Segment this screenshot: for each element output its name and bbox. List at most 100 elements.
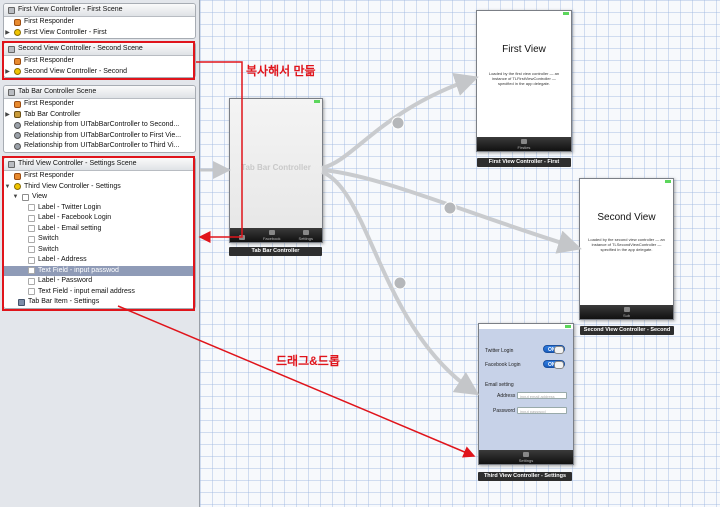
scene-second-view-controller[interactable]: Second View Controller - Second Scene Fi… — [3, 42, 196, 78]
label-icon — [28, 256, 35, 264]
second-view-caption[interactable]: Second View Controller - Second — [580, 326, 674, 335]
scene-title: Third View Controller - Settings Scene — [18, 160, 137, 167]
outline-item-label-twitter[interactable]: Label - Twitter Login — [4, 203, 195, 214]
second-view-frame[interactable]: Second View Loaded by the second view co… — [579, 178, 674, 320]
third-view-frame[interactable]: Twitter Login ON Facebook Login ON Email… — [478, 323, 574, 465]
facebook-login-label: Facebook Login — [485, 362, 521, 368]
outline-item-textfield-email[interactable]: Text Field - input email address — [4, 287, 195, 298]
tab-bar-controller-caption[interactable]: Tab Bar Controller — [229, 247, 322, 256]
battery-icon — [314, 100, 320, 103]
facebook-login-switch[interactable]: ON — [543, 360, 565, 369]
tab-bar-controller-icon — [14, 111, 21, 119]
outline-item-switch[interactable]: Switch — [4, 234, 195, 245]
tab-bar[interactable]: Settings — [479, 450, 573, 464]
second-view-title: Second View — [597, 212, 656, 223]
first-view-caption[interactable]: First View Controller - First — [477, 158, 571, 167]
scene-header[interactable]: Second View Controller - Second Scene — [4, 43, 195, 56]
view-icon — [22, 193, 29, 201]
battery-icon — [563, 12, 569, 15]
scene-first-view-controller[interactable]: First View Controller - First Scene Firs… — [3, 3, 196, 39]
document-outline-panel: First View Controller - First Scene Firs… — [0, 0, 200, 507]
outline-item-third-view-controller[interactable]: ▼ Third View Controller - Settings — [4, 182, 195, 193]
outline-item-first-view-controller[interactable]: ▶ First View Controller - First — [4, 28, 195, 39]
scene-header[interactable]: Third View Controller - Settings Scene — [4, 158, 195, 171]
scene-header[interactable]: Tab Bar Controller Scene — [4, 86, 195, 99]
view-controller-icon — [14, 183, 21, 191]
scene-third-view-controller[interactable]: Third View Controller - Settings Scene F… — [3, 157, 196, 309]
disclosure-triangle-down-icon[interactable]: ▼ — [12, 194, 19, 200]
scene-tab-bar-controller[interactable]: Tab Bar Controller Scene First Responder… — [3, 85, 196, 153]
outline-item-first-responder[interactable]: First Responder — [4, 17, 195, 28]
copy-annotation: 복사해서 만듦 — [246, 64, 316, 78]
scene-icon — [8, 88, 15, 96]
relationship-icon — [14, 142, 21, 150]
second-view-description: Loaded by the second view controller — a… — [588, 237, 665, 252]
relationship-icon — [14, 121, 21, 129]
email-address-field[interactable]: input email address — [517, 392, 567, 399]
twitter-login-switch[interactable]: ON — [543, 345, 565, 354]
drag-drop-annotation: 드래그&드롭 — [276, 354, 340, 368]
twitter-login-label: Twitter Login — [485, 348, 514, 354]
label-icon — [28, 204, 35, 212]
outline-item-label-facebook[interactable]: Label - Facebook Login — [4, 213, 195, 224]
view-controller-icon — [14, 68, 21, 76]
third-view-caption[interactable]: Third View Controller - Settings — [478, 472, 572, 481]
outline-item-tab-bar-controller[interactable]: ▶ Tab Bar Controller — [4, 110, 195, 121]
scene-title: Second View Controller - Second Scene — [18, 45, 143, 52]
tab-item[interactable]: Settings — [299, 230, 313, 241]
outline-item-first-responder[interactable]: First Responder — [4, 56, 195, 67]
outline-item-relationship[interactable]: Relationship from UITabBarController to … — [4, 141, 195, 152]
outline-item-first-responder[interactable]: First Responder — [4, 171, 195, 182]
tab-item[interactable] — [238, 235, 245, 241]
outline-item-label-email[interactable]: Label - Email setting — [4, 224, 195, 235]
first-view-title: First View — [502, 44, 546, 55]
tab-item[interactable]: Sub — [623, 307, 630, 318]
outline-item-relationship[interactable]: Relationship from UITabBarController to … — [4, 131, 195, 142]
outline-item-second-view-controller[interactable]: ▶ Second View Controller - Second — [4, 67, 195, 78]
scene-icon — [8, 45, 15, 53]
password-label: Password — [493, 408, 515, 414]
outline-item-first-responder[interactable]: First Responder — [4, 99, 195, 110]
disclosure-triangle-right-icon[interactable]: ▶ — [5, 68, 10, 75]
tab-item[interactable]: Settings — [519, 452, 533, 463]
first-responder-cube-icon — [14, 172, 21, 180]
password-field[interactable]: input passwod — [517, 407, 567, 414]
first-view-frame[interactable]: First View Loaded by the first view cont… — [476, 10, 572, 152]
outline-item-label-address[interactable]: Label - Address — [4, 255, 195, 266]
tab-bar[interactable]: Firsties — [477, 137, 571, 151]
text-field-icon — [28, 267, 35, 275]
tab-item[interactable]: Firsties — [518, 139, 530, 150]
address-label: Address — [497, 393, 516, 399]
first-responder-cube-icon — [14, 57, 21, 65]
switch-icon — [28, 246, 35, 254]
highlight-third-scene — [2, 156, 195, 311]
tab-item[interactable]: Facebook — [263, 230, 281, 241]
outline-item-label-password[interactable]: Label - Password — [4, 276, 195, 287]
text-field-icon — [28, 288, 35, 296]
scene-header[interactable]: First View Controller - First Scene — [4, 4, 195, 17]
label-icon — [28, 214, 35, 222]
view-controller-icon — [14, 29, 21, 37]
highlight-second-scene — [2, 41, 195, 80]
outline-item-tab-bar-item[interactable]: Tab Bar Item - Settings — [4, 297, 195, 308]
first-responder-cube-icon — [14, 18, 21, 26]
email-setting-label: Email setting — [485, 382, 514, 388]
tab-bar-controller-frame[interactable]: Tab Bar Controller Facebook Settings — [229, 98, 323, 243]
first-view-description: Loaded by the first view controller — an… — [488, 71, 560, 86]
outline-item-relationship[interactable]: Relationship from UITabBarController to … — [4, 120, 195, 131]
battery-icon — [565, 325, 571, 328]
disclosure-triangle-right-icon[interactable]: ▶ — [5, 111, 10, 118]
scene-icon — [8, 6, 15, 14]
outline-item-textfield-password[interactable]: Text Field - input passwod — [4, 265, 195, 276]
label-icon — [28, 225, 35, 233]
outline-item-view[interactable]: ▼ View — [4, 192, 195, 203]
tab-bar-item-icon — [18, 298, 25, 306]
switch-icon — [28, 235, 35, 243]
tab-bar[interactable]: Sub — [580, 305, 673, 319]
tab-bar-controller-watermark: Tab Bar Controller — [241, 163, 311, 172]
disclosure-triangle-right-icon[interactable]: ▶ — [5, 29, 10, 36]
disclosure-triangle-down-icon[interactable]: ▼ — [4, 183, 11, 190]
tab-bar[interactable]: Facebook Settings — [230, 228, 322, 242]
first-responder-cube-icon — [14, 100, 21, 108]
outline-item-switch[interactable]: Switch — [4, 245, 195, 256]
